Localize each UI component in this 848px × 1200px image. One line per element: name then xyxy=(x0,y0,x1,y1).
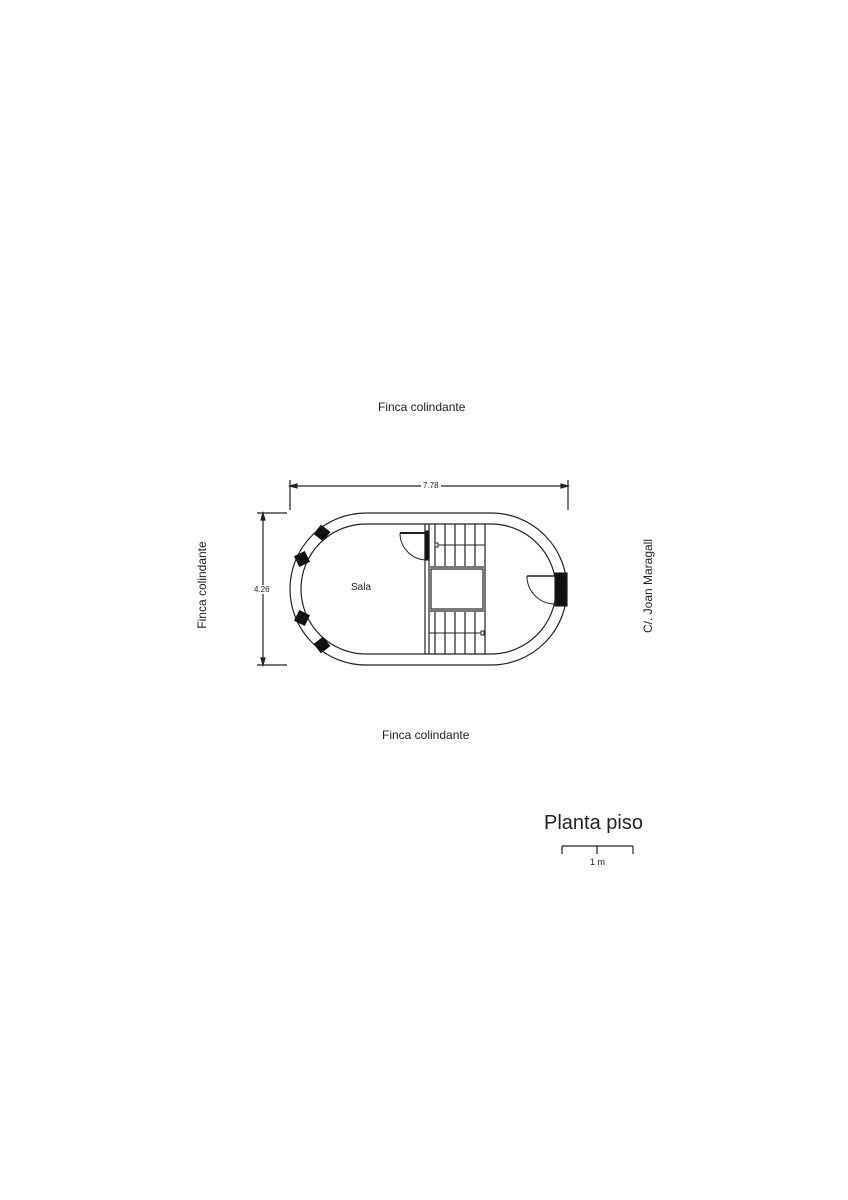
width-dimension: 7.78 xyxy=(421,481,441,490)
scale-bar xyxy=(561,845,634,854)
top-neighbor-label: Finca colindante xyxy=(378,400,466,414)
height-dimension-line xyxy=(257,510,287,668)
staircase xyxy=(428,524,486,654)
inner-wall xyxy=(300,523,557,655)
windows xyxy=(293,524,331,654)
outer-wall xyxy=(289,512,568,666)
entrance-door xyxy=(526,572,568,607)
bottom-neighbor-label: Finca colindante xyxy=(382,728,470,742)
street-label: C/. Joan Maragall xyxy=(641,538,655,634)
left-neighbor-label: Finca colindante xyxy=(195,541,209,629)
door-sala xyxy=(399,530,430,561)
scale-label: 1 m xyxy=(590,857,606,867)
room-label-sala: Sala xyxy=(351,582,372,593)
height-dimension: 4.26 xyxy=(254,585,270,594)
plan-title: Planta piso xyxy=(544,812,643,834)
